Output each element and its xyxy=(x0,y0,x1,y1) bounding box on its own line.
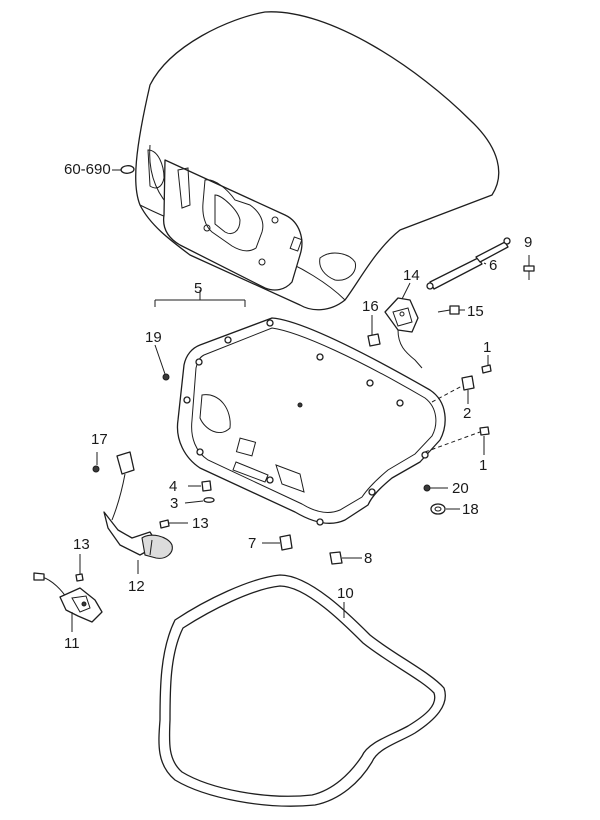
label-13-right: 13 xyxy=(192,515,209,532)
label-17: 17 xyxy=(91,431,108,448)
part-12-actuator xyxy=(103,511,173,559)
part-15-bolt xyxy=(437,305,460,315)
label-6: 6 xyxy=(489,257,498,274)
part-3-pin xyxy=(203,497,215,503)
part-2-grommet xyxy=(461,375,475,391)
label-14: 14 xyxy=(403,267,420,284)
trunk-lid-panel xyxy=(135,11,500,311)
label-5: 5 xyxy=(194,280,203,297)
label-4: 4 xyxy=(169,478,178,495)
part-60-690-plug xyxy=(120,165,135,174)
part-14-hinge-bracket xyxy=(384,297,423,369)
part-10-weatherstrip xyxy=(158,574,446,807)
label-10: 10 xyxy=(337,585,354,602)
part-1-screw-lower xyxy=(479,426,490,436)
label-18: 18 xyxy=(462,501,479,518)
label-20: 20 xyxy=(452,480,469,497)
label-8: 8 xyxy=(364,550,373,567)
label-11: 11 xyxy=(64,635,80,652)
part-7-clip xyxy=(279,534,293,551)
label-9: 9 xyxy=(524,234,533,251)
part-6-gas-strut xyxy=(426,237,511,290)
leader-14 xyxy=(401,282,411,300)
label-12: 12 xyxy=(128,578,145,595)
part-16-clip xyxy=(367,333,381,347)
part-19-clip xyxy=(162,373,170,381)
part-4-bumper xyxy=(201,480,212,492)
leader-19 xyxy=(154,344,166,375)
label-13-left: 13 xyxy=(73,536,90,553)
label-19: 19 xyxy=(145,329,162,346)
part-1-screw-upper xyxy=(481,364,492,374)
label-60-690: 60-690 xyxy=(64,161,111,178)
leader-3 xyxy=(184,500,204,504)
label-7: 7 xyxy=(248,535,257,552)
part-17-cable-assembly xyxy=(92,451,135,521)
leader-6 xyxy=(483,262,487,265)
label-2: 2 xyxy=(463,405,472,422)
part-11-lock-assembly xyxy=(33,572,103,623)
part-18-grommet xyxy=(430,503,446,515)
label-1-lower: 1 xyxy=(479,457,488,474)
label-3: 3 xyxy=(170,495,179,512)
label-1-upper: 1 xyxy=(483,339,492,356)
label-15: 15 xyxy=(467,303,484,320)
label-16: 16 xyxy=(362,298,379,315)
part-5-trim-panel xyxy=(176,317,446,526)
part-9-bolt xyxy=(523,265,535,280)
part-8-grommet xyxy=(329,551,343,565)
part-20-clip xyxy=(423,484,431,492)
leader-5-bracket xyxy=(154,290,246,307)
